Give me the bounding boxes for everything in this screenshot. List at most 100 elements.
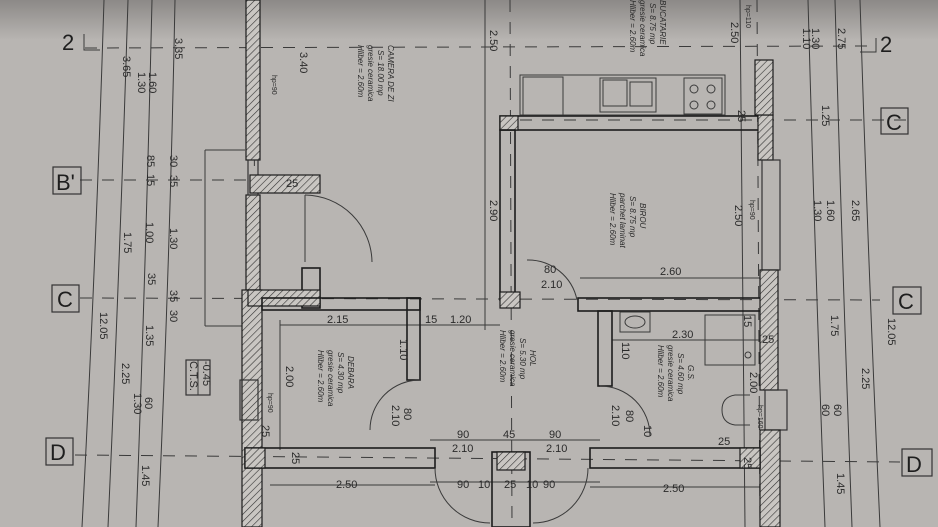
axis-label-c-right-top: C: [886, 110, 902, 135]
svg-text:90: 90: [457, 479, 469, 491]
svg-text:S= 8.75 mp: S= 8.75 mp: [648, 3, 657, 45]
svg-text:parchet laminat: parchet laminat: [618, 192, 627, 248]
svg-text:15: 15: [425, 314, 437, 326]
svg-text:Hliber = 2.60m: Hliber = 2.60m: [608, 193, 617, 246]
svg-text:2.65: 2.65: [849, 200, 861, 221]
svg-text:-0.45: -0.45: [200, 361, 212, 386]
svg-text:15: 15: [144, 174, 156, 186]
svg-text:25: 25: [735, 110, 747, 122]
svg-text:110: 110: [619, 342, 631, 360]
svg-text:30: 30: [167, 310, 179, 322]
axis-label-d-left: D: [50, 440, 66, 465]
svg-text:25: 25: [762, 334, 774, 346]
svg-text:80: 80: [401, 408, 413, 420]
door-swings: [304, 194, 651, 524]
svg-text:2.50: 2.50: [663, 483, 684, 495]
svg-text:Hliber = 2.60m: Hliber = 2.60m: [656, 345, 665, 398]
window-heights: hp=90 hp=110 hp=90 hp=90 hp=160: [266, 5, 763, 429]
svg-text:BIROU: BIROU: [638, 203, 647, 229]
svg-text:1.30: 1.30: [809, 28, 821, 49]
svg-text:90: 90: [549, 429, 561, 441]
svg-text:2.00: 2.00: [283, 366, 295, 387]
paper-fold-shadow: [0, 0, 938, 40]
svg-text:60: 60: [831, 404, 843, 416]
svg-text:2.15: 2.15: [327, 314, 348, 326]
axis-lines: [74, 0, 915, 527]
svg-text:Hliber = 2.60m: Hliber = 2.60m: [316, 350, 325, 403]
svg-text:1.30: 1.30: [131, 393, 143, 414]
svg-text:35: 35: [167, 175, 179, 187]
level-marker: -0.45 C.T.S.: [185, 359, 212, 396]
svg-text:10: 10: [478, 479, 490, 491]
svg-text:35: 35: [145, 273, 157, 285]
svg-text:DEBARA: DEBARA: [346, 356, 355, 389]
svg-text:3.65: 3.65: [120, 56, 132, 77]
svg-text:2.50: 2.50: [487, 30, 499, 51]
svg-text:hp=160: hp=160: [756, 405, 763, 429]
svg-text:25: 25: [259, 425, 271, 437]
dimensions-right: 2.50 1.30 1.10 2.75 1.25 2.50 1.60 1.30 …: [728, 22, 897, 494]
svg-text:2.90: 2.90: [487, 200, 499, 221]
svg-text:BUCATARIE: BUCATARIE: [658, 0, 667, 45]
svg-text:25: 25: [289, 452, 301, 464]
svg-text:12.05: 12.05: [97, 312, 109, 340]
svg-text:2.50: 2.50: [732, 205, 744, 226]
svg-text:2.30: 2.30: [672, 329, 693, 341]
svg-text:2.10: 2.10: [546, 443, 567, 455]
svg-text:90: 90: [457, 429, 469, 441]
svg-text:1.25: 1.25: [819, 105, 831, 126]
svg-text:1.10: 1.10: [397, 339, 409, 360]
svg-text:30: 30: [167, 155, 179, 167]
svg-text:80: 80: [544, 264, 556, 276]
svg-text:25: 25: [286, 178, 298, 190]
svg-text:1.30: 1.30: [167, 228, 179, 249]
svg-text:gresie ceramica: gresie ceramica: [666, 345, 675, 402]
svg-text:25: 25: [504, 479, 516, 491]
svg-text:2.60: 2.60: [660, 266, 681, 278]
svg-text:2.10: 2.10: [452, 443, 473, 455]
svg-text:2.10: 2.10: [541, 279, 562, 291]
kitchen-counter: [519, 74, 726, 116]
svg-text:2.10: 2.10: [609, 405, 621, 426]
svg-text:80: 80: [623, 410, 635, 422]
dimensions-left: 3.35 3.65 1.60 1.30 85 15 30 35 1.75 1.0…: [97, 38, 184, 486]
svg-text:S= 8.75 mp: S= 8.75 mp: [628, 196, 637, 238]
svg-text:2.25: 2.25: [859, 368, 871, 389]
svg-text:35: 35: [167, 290, 179, 302]
svg-text:Hliber = 2.60m: Hliber = 2.60m: [628, 0, 637, 53]
svg-text:1.60: 1.60: [146, 72, 158, 93]
axis-label-b-prime: B': [56, 170, 75, 195]
svg-text:1.30: 1.30: [135, 72, 147, 93]
axis-label-d-right: D: [906, 452, 922, 477]
svg-text:90: 90: [543, 479, 555, 491]
svg-text:1.45: 1.45: [139, 465, 151, 486]
svg-text:S= 4.30 mp: S= 4.30 mp: [336, 352, 345, 394]
svg-text:2.50: 2.50: [728, 22, 740, 43]
svg-text:2.00: 2.00: [747, 372, 759, 393]
svg-text:gresie ceramica: gresie ceramica: [366, 45, 375, 102]
axis-label-c-right: C: [898, 289, 914, 314]
svg-text:3.40: 3.40: [297, 52, 309, 73]
svg-text:hp=90: hp=90: [266, 393, 273, 413]
svg-text:1.10: 1.10: [800, 28, 812, 49]
svg-text:1.45: 1.45: [834, 473, 846, 494]
svg-text:1.20: 1.20: [450, 314, 471, 326]
axis-label-2-right: 2: [880, 32, 892, 57]
svg-text:25: 25: [741, 457, 753, 469]
svg-text:2.75: 2.75: [835, 28, 847, 49]
svg-text:S= 4.60 mp: S= 4.60 mp: [676, 353, 685, 395]
svg-text:C.T.S.: C.T.S.: [187, 361, 199, 391]
svg-text:85: 85: [144, 155, 156, 167]
svg-text:60: 60: [819, 404, 831, 416]
svg-text:S= 5.30 mp: S= 5.30 mp: [518, 338, 527, 380]
axis-label-2-left: 2: [62, 30, 74, 55]
dimensions-inner: 3.40 2.50 2.90 25 80 2.10 2.60 2.15 15 1…: [259, 30, 774, 495]
svg-text:60: 60: [142, 397, 154, 409]
svg-text:G.S.: G.S.: [686, 365, 695, 381]
svg-text:2.10: 2.10: [389, 405, 401, 426]
svg-text:hp=90: hp=90: [270, 75, 277, 95]
svg-text:1.35: 1.35: [143, 325, 155, 346]
